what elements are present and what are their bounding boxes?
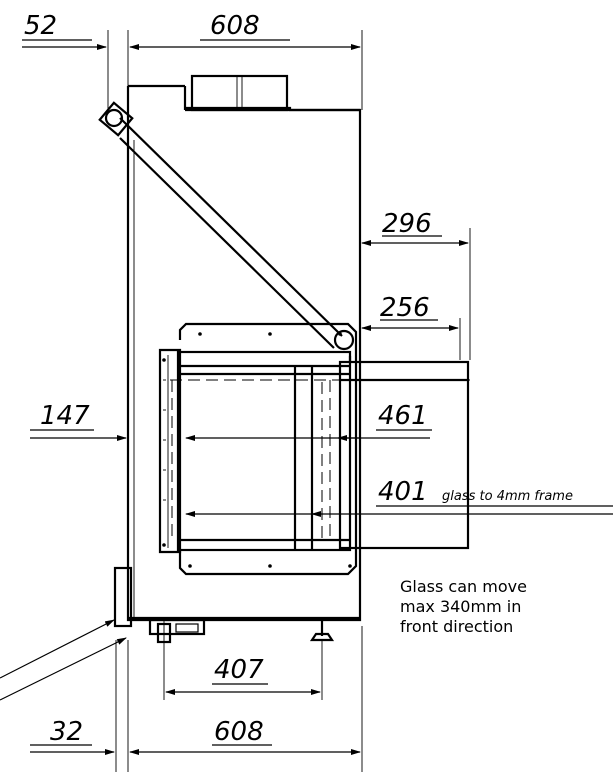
dim-147: 147: [40, 401, 90, 431]
firebox: [158, 322, 470, 576]
dim-296: 296: [382, 209, 432, 239]
note-line-3: front direction: [400, 617, 513, 636]
dim-461: 461: [378, 401, 428, 431]
dim-256: 256: [380, 293, 430, 323]
note-line-2: max 340mm in: [400, 597, 521, 616]
glass-panel: [338, 356, 470, 550]
feet: [148, 618, 335, 700]
support-arm: [98, 101, 355, 351]
leader-lines: [0, 619, 127, 701]
right-dimensions: 296 256: [361, 209, 471, 360]
glass-move-note: Glass can move max 340mm in front direct…: [400, 577, 527, 636]
dim-608-bottom: 608: [214, 717, 264, 747]
dim-407: 407: [214, 655, 264, 685]
bottom-dim-407: 407: [165, 655, 321, 695]
inner-dimensions: 147 461 401 glass to 4mm frame: [30, 401, 613, 517]
glass-frame-note: glass to 4mm frame: [442, 489, 573, 504]
dim-52-top: 52: [24, 11, 57, 41]
dim-608-top: 608: [210, 11, 260, 41]
stove-body: [113, 74, 362, 628]
dim-32-bottom: 32: [50, 717, 83, 747]
top-dimension: 52 608: [22, 11, 363, 110]
dim-401: 401: [378, 477, 428, 507]
note-line-1: Glass can move: [400, 577, 527, 596]
bottom-dimension: 32 608: [30, 626, 363, 772]
